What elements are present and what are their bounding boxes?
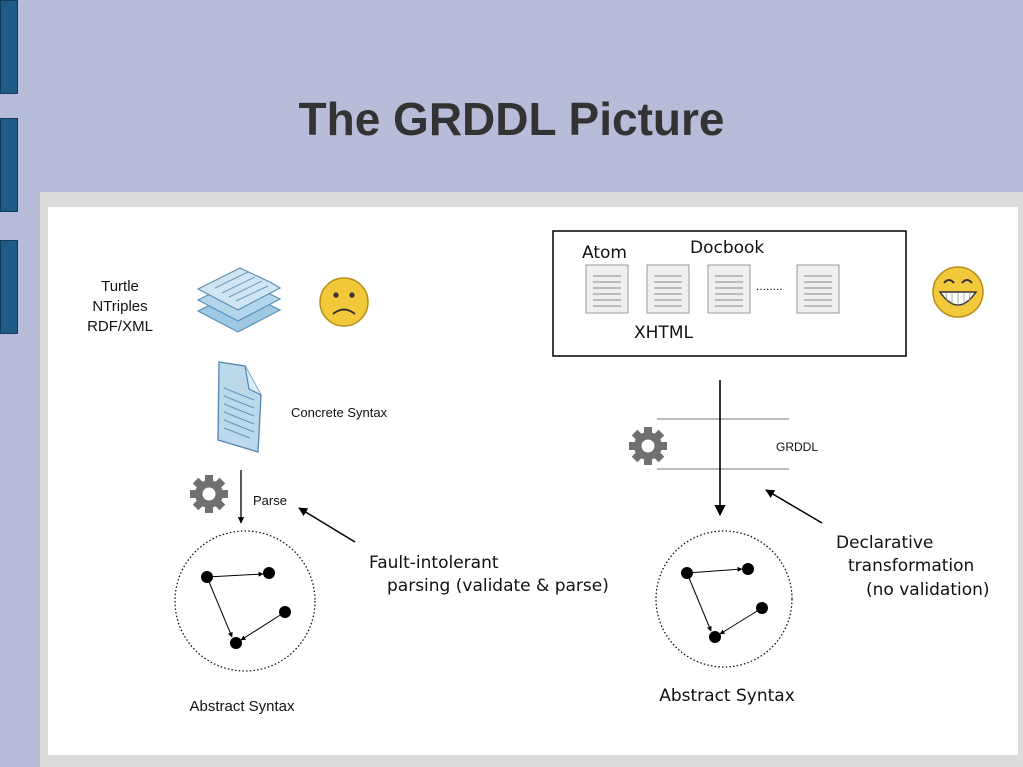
declarative-pointer-arrow: [765, 489, 823, 524]
declarative-label: Declarative: [836, 533, 933, 553]
transformation-label: transformation: [848, 556, 974, 576]
atom-label: Atom: [582, 243, 627, 263]
side-tab-top: [0, 0, 18, 94]
fault-intolerant-pointer-arrow: [298, 507, 356, 543]
grddl-label: GRDDL: [776, 440, 818, 454]
docbook-label: Docbook: [690, 238, 764, 258]
stacked-documents-icon: [196, 267, 282, 333]
parse-label: Parse: [253, 493, 287, 508]
ellipsis-label: ........: [756, 279, 783, 293]
abstract-syntax-label-right: Abstract Syntax: [659, 686, 795, 706]
side-tab-middle: [0, 118, 18, 212]
concrete-syntax-label: Concrete Syntax: [291, 405, 388, 420]
page-icon-other: [796, 264, 840, 314]
no-validation-label: (no validation): [866, 580, 990, 600]
page-icon-atom: [585, 264, 629, 314]
format-label-turtle: Turtle: [101, 278, 139, 295]
xhtml-label: XHTML: [634, 323, 693, 343]
format-list: Turtle NTriples RDF/XML: [87, 278, 153, 335]
gear-icon: [629, 427, 667, 465]
abstract-syntax-graph-right: [655, 530, 793, 668]
format-label-rdfxml: RDF/XML: [87, 318, 153, 335]
abstract-syntax-graph-left: [174, 530, 316, 672]
slide-title: The GRDDL Picture: [298, 93, 725, 145]
fault-intolerant-label: Fault-intolerant: [369, 553, 499, 573]
format-label-ntriples: NTriples: [92, 298, 147, 315]
document-icon: [217, 361, 262, 453]
sad-face-icon: [319, 277, 369, 327]
page-icon-docbook: [707, 264, 751, 314]
grinning-face-icon: [932, 266, 984, 318]
gear-icon: [190, 475, 228, 513]
abstract-syntax-label-left: Abstract Syntax: [189, 698, 295, 715]
source-document-icons: [585, 264, 840, 314]
side-tab-bottom: [0, 240, 18, 334]
validate-parse-label: parsing (validate & parse): [387, 576, 609, 596]
page-icon-xhtml: [646, 264, 690, 314]
